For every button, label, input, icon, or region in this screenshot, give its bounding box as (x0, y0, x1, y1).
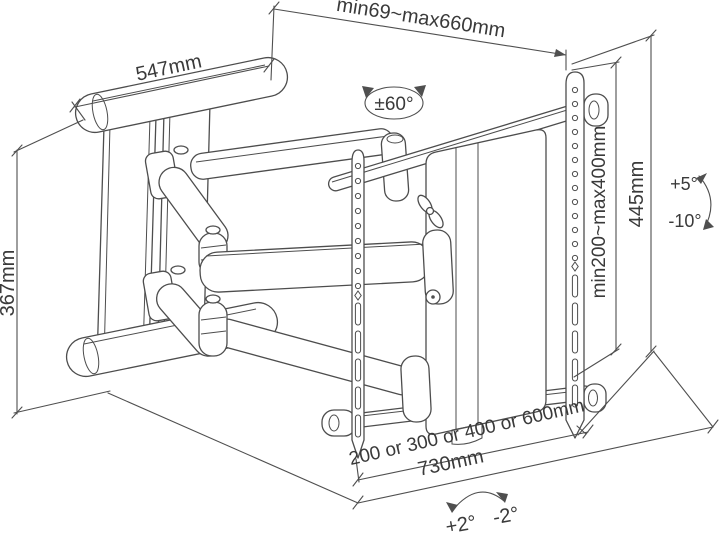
tv-bracket (321, 71, 609, 459)
dimension-bracket-height: 445mm (571, 29, 657, 436)
label-level-adjust-plus: +2° (444, 512, 478, 537)
top-tube-end-cap (91, 93, 109, 131)
lower-tv-hinge (400, 355, 432, 423)
dim-547-line (74, 65, 270, 108)
left-vesa-rail (321, 149, 365, 459)
bolt-lower-link (170, 265, 186, 275)
dim-367-ticks (11, 144, 23, 419)
top-tube-highlight (92, 64, 266, 102)
right-rail-bottom-ear-slot (588, 389, 598, 407)
dim-730-line (357, 426, 714, 504)
middle-long-arm (199, 241, 431, 293)
upper-long-arm-edge (195, 135, 389, 163)
dimension-extension-range: min69~max660mm (268, 0, 567, 71)
label-swivel-range: ±60° (374, 94, 413, 115)
left-rail-body (351, 149, 365, 459)
bottom-tube-end-cap (82, 337, 100, 375)
dimension-wall-plate-height: 367mm (0, 119, 111, 419)
lower-elbow-lines (200, 316, 227, 335)
top-crossbar-edge (331, 102, 591, 183)
level-arrow-right (496, 492, 508, 503)
right-vesa-rail (565, 71, 609, 439)
dim-547-ticks (69, 58, 275, 113)
label-tilt-up: +5° (670, 174, 698, 194)
swivel-ellipse (364, 86, 424, 120)
bolt-lower-elbow (205, 294, 221, 304)
wing-screw (417, 194, 444, 229)
dim-extension-tick (268, 1, 280, 15)
label-vesa-height-range: min200~max400mm (589, 126, 610, 299)
swivel-indicator: ±60° (362, 85, 426, 120)
left-rail-holes (354, 162, 362, 438)
label-level-adjust-minus: -2° (491, 503, 520, 529)
right-rail-top-ear (583, 93, 609, 127)
dim-extension-arrowhead (554, 49, 566, 57)
tilt-indicator: +5° -10° (668, 173, 714, 231)
middle-tv-hinge (422, 229, 454, 305)
pivot-bolt-center (431, 295, 435, 299)
dim-vesa-width-ticks (352, 424, 594, 487)
dim-vesa-height-ticks (610, 56, 622, 356)
lower-elbow-joint (198, 301, 228, 357)
dim-367-extensions (13, 119, 111, 414)
bolt-upper-elbow (205, 225, 221, 235)
right-rail-holes (571, 86, 579, 408)
dim-730-extensions (107, 351, 714, 504)
dim-730-ticks (352, 419, 719, 510)
articulating-arms (155, 128, 431, 396)
swivel-arrow-left (362, 86, 374, 98)
dim-vesa-width-line (357, 431, 589, 481)
middle-long-arm-edge (205, 243, 427, 257)
lower-long-arm (213, 318, 417, 396)
bolt-upper-link (173, 145, 189, 155)
right-rail-top-ear-slot (588, 100, 600, 120)
slide-channel (455, 143, 479, 430)
label-wall-plate-height: 367mm (0, 250, 19, 317)
slide-channel-foot (451, 423, 483, 445)
label-bracket-height: 445mm (626, 161, 648, 228)
dimension-vesa-height: min200~max400mm (571, 56, 622, 378)
tilt-arrow-down (703, 219, 714, 230)
upper-tv-hinge-cap (386, 134, 404, 144)
swivel-arrow-right (414, 85, 426, 97)
left-rail-ear-slot (328, 414, 340, 432)
wing-screw-hub (425, 206, 435, 216)
level-adjust-indicator: +2° -2° (444, 491, 521, 537)
dim-445-extensions (571, 34, 655, 436)
tilt-arrow-up (696, 173, 707, 184)
dim-extension-line (273, 8, 567, 56)
dim-547-extensions (71, 5, 275, 121)
wall-bracket-front-plate-edge (103, 124, 111, 361)
dim-445-ticks (645, 29, 657, 358)
label-extension-range: min69~max660mm (335, 0, 507, 42)
level-arrow-left (446, 502, 458, 513)
label-tilt-down: -10° (668, 211, 701, 231)
